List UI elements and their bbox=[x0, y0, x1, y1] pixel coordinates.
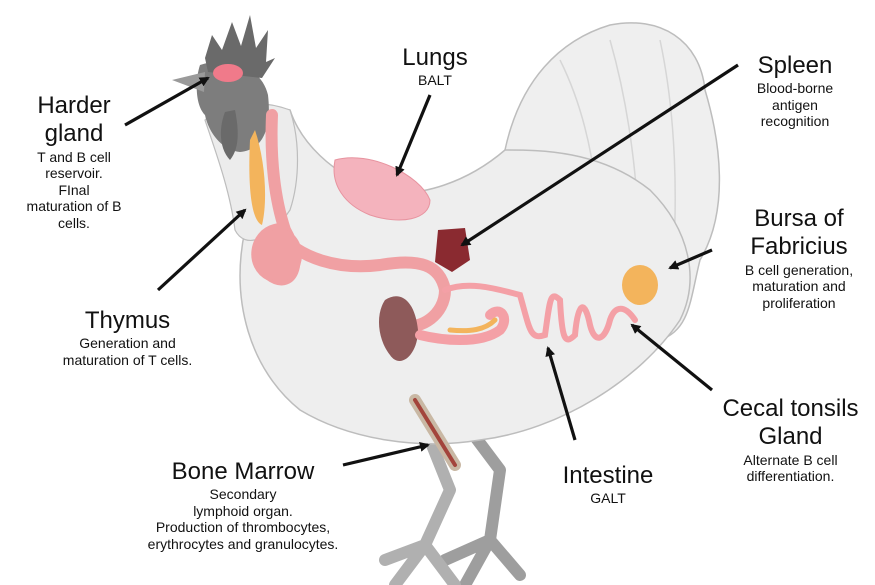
cecal-title: Cecal tonsils Gland bbox=[708, 395, 873, 452]
label-lungs: Lungs BALT bbox=[380, 44, 490, 89]
label-intestine: Intestine GALT bbox=[548, 462, 668, 507]
bursa-shape bbox=[622, 265, 658, 305]
label-thymus: Thymus Generation and maturation of T ce… bbox=[25, 307, 230, 368]
spleen-desc: Blood-borne antigen recognition bbox=[735, 80, 855, 130]
label-harder-gland: Harder gland T and B cell reservoir. FIn… bbox=[2, 92, 146, 231]
bursa-desc: B cell generation, maturation and prolif… bbox=[725, 262, 873, 312]
lungs-desc: BALT bbox=[380, 72, 490, 89]
bursa-title: Bursa of Fabricius bbox=[725, 205, 873, 262]
spleen-title: Spleen bbox=[735, 52, 855, 80]
label-spleen: Spleen Blood-borne antigen recognition bbox=[735, 52, 855, 130]
label-bone-marrow: Bone Marrow Secondary lymphoid organ. Pr… bbox=[108, 458, 378, 552]
intestine-title: Intestine bbox=[548, 462, 668, 490]
thymus-title: Thymus bbox=[25, 307, 230, 335]
harder-gland-title: Harder gland bbox=[2, 92, 146, 149]
harder-gland-desc: T and B cell reservoir. FInal maturation… bbox=[2, 149, 146, 232]
cecal-desc: Alternate B cell differentiation. bbox=[708, 452, 873, 485]
lungs-title: Lungs bbox=[380, 44, 490, 72]
arrow-lungs bbox=[397, 95, 430, 175]
bone-marrow-title: Bone Marrow bbox=[108, 458, 378, 486]
label-cecal: Cecal tonsils Gland Alternate B cell dif… bbox=[708, 395, 873, 485]
arrow-thymus bbox=[158, 210, 245, 290]
label-bursa: Bursa of Fabricius B cell generation, ma… bbox=[725, 205, 873, 311]
thymus-desc: Generation and maturation of T cells. bbox=[25, 335, 230, 368]
intestine-desc: GALT bbox=[548, 490, 668, 507]
bone-marrow-desc: Secondary lymphoid organ. Production of … bbox=[108, 486, 378, 552]
harder-gland-shape bbox=[213, 64, 243, 82]
